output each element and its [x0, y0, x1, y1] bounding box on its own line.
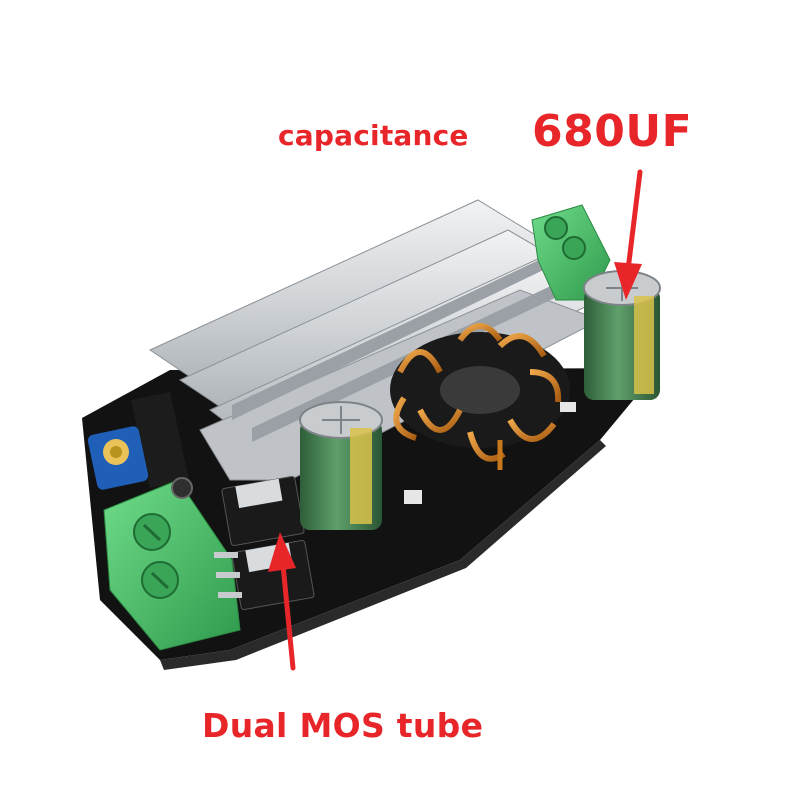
- heatsink: [148, 199, 602, 481]
- mount-hole: [171, 477, 193, 499]
- smd-component: [560, 402, 576, 412]
- capacitance-value: 680UF: [532, 106, 693, 157]
- output-capacitor: [583, 270, 661, 400]
- red-arrow-icon: [614, 169, 643, 300]
- output-terminal-block: [531, 204, 611, 301]
- mos-transistors: [214, 475, 315, 611]
- toroidal-inductor: [390, 323, 570, 470]
- capacitance-label: capacitance: [278, 119, 469, 152]
- smd-component: [404, 490, 422, 504]
- center-capacitor: [299, 401, 383, 530]
- trimmer-potentiometer: [87, 426, 149, 490]
- input-terminal-block: [103, 479, 241, 651]
- red-arrow-icon: [268, 532, 296, 671]
- mos-label: Dual MOS tube: [202, 706, 484, 745]
